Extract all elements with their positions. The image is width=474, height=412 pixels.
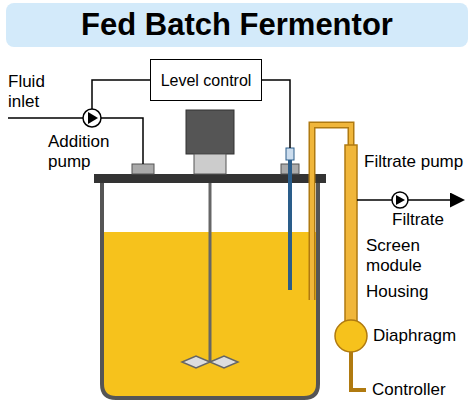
motor-coupling: [194, 154, 226, 174]
node-text-stack: Level control: [161, 71, 252, 90]
part-label: Addition pump: [48, 132, 132, 172]
part-label: Filtrate: [392, 210, 468, 230]
impeller: [182, 356, 238, 368]
screen-module: [345, 145, 357, 321]
control-wire: [262, 80, 290, 148]
part-label: Filtrate pump: [364, 152, 472, 172]
controller-line: [351, 352, 366, 390]
pump-symbol: [396, 195, 405, 205]
motor: [186, 110, 234, 154]
part-label: Fluid inlet: [8, 72, 64, 112]
title-text: Fed Batch Fermentor: [0, 6, 474, 44]
inlet-port: [132, 164, 154, 174]
part-label: Diaphragm: [373, 326, 472, 346]
pump-symbol: [88, 112, 98, 124]
level-probe: [288, 158, 292, 290]
filtrate-pump-symbol: [392, 192, 408, 208]
addition-pump: [83, 109, 101, 127]
part-label: Screen module: [366, 236, 472, 276]
part-label: Housing: [366, 282, 466, 302]
agitator-shaft: [209, 183, 212, 362]
part-label: Controller: [372, 380, 470, 400]
filtrate-line: [357, 199, 392, 201]
control-wire: [92, 80, 150, 109]
vessel-wall: [102, 182, 318, 398]
filtrate-outlet: [408, 199, 462, 201]
diaphragm: [335, 320, 367, 352]
probe-head: [286, 148, 294, 160]
node-label: Level control: [161, 71, 252, 90]
control-box: Level control: [150, 59, 262, 101]
